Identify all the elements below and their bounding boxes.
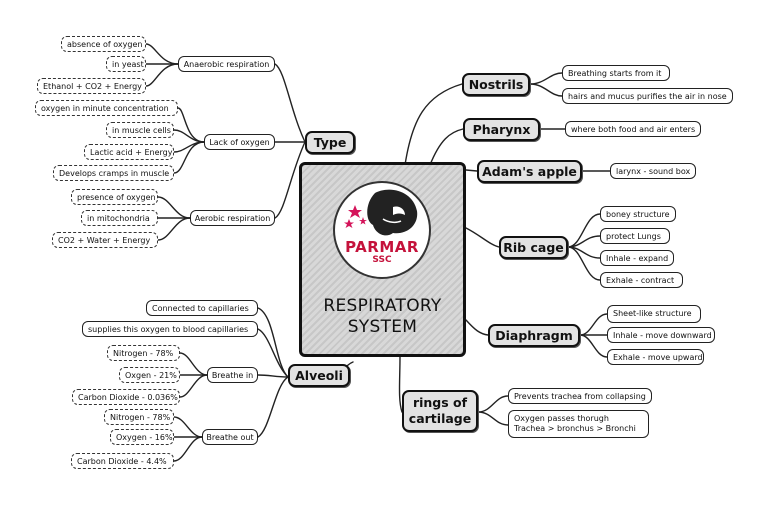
adams-apple-item: larynx - sound box <box>610 163 696 179</box>
nostrils-item: hairs and mucus purifies the air in nose <box>562 88 733 104</box>
rings-of-cartilage-node: rings of cartilage <box>402 390 478 432</box>
lack-of-oxygen-node: Lack of oxygen <box>204 134 275 150</box>
adams-apple-node: Adam's apple <box>477 160 582 183</box>
rib-cage-item: Exhale - contract <box>600 272 683 288</box>
rings-item: Prevents trachea from collapsing <box>508 388 652 404</box>
nostrils-node: Nostrils <box>462 73 530 96</box>
rings-label-line2: cartilage <box>408 411 472 426</box>
brand-subtitle: SSC <box>372 255 392 265</box>
breathe-out-item: Nitrogen - 78% <box>104 409 174 425</box>
breathe-in-item: Nitrogen - 78% <box>107 345 180 361</box>
type-node: Type <box>305 131 355 154</box>
alveoli-item: supplies this oxygen to blood capillarie… <box>82 321 258 337</box>
aerobic-respiration-node: Aerobic respiration <box>190 210 275 226</box>
lack-item: Develops cramps in muscle <box>53 165 174 181</box>
rib-cage-item: protect Lungs <box>600 228 670 244</box>
central-title: RESPIRATORY SYSTEM <box>299 296 466 338</box>
alveoli-item: Connected to capillaries <box>146 300 258 316</box>
anaerobic-item: absence of oxygen <box>61 36 146 52</box>
rings-item: Oxygen passes thorugh Trachea > bronchus… <box>508 410 649 438</box>
lack-item: oxygen in minute concentration <box>35 100 178 116</box>
nostrils-item: Breathing starts from it <box>562 65 670 81</box>
lack-item: Lactic acid + Energy <box>84 144 174 160</box>
lack-item: in muscle cells <box>106 122 174 138</box>
aerobic-item: presence of oxygen <box>71 189 158 205</box>
breathe-out-item: Carbon Dioxide - 4.4% <box>71 453 174 469</box>
rings-item2-line2: Trachea > bronchus > Bronchi <box>514 424 636 433</box>
alveoli-node: Alveoli <box>288 364 350 387</box>
diaphragm-item: Inhale - move downward <box>607 327 715 343</box>
breathe-out-node: Breathe out <box>202 429 258 445</box>
brand-name: PARMAR <box>345 238 419 256</box>
brand-logo: PARMAR SSC <box>333 181 431 279</box>
aerobic-item: CO2 + Water + Energy <box>52 232 158 248</box>
breathe-in-node: Breathe in <box>207 367 258 383</box>
diaphragm-item: Sheet-like structure <box>607 305 701 323</box>
breathe-in-item: Oxgen - 21% <box>119 367 180 383</box>
central-title-line1: RESPIRATORY <box>323 296 442 316</box>
central-title-line2: SYSTEM <box>347 317 418 337</box>
diaphragm-item: Exhale - move upward <box>607 349 704 365</box>
rib-cage-item: Inhale - expand <box>600 250 674 266</box>
breathe-in-item: Carbon Dioxide - 0.036% <box>72 389 180 405</box>
lion-icon <box>344 189 418 236</box>
pharynx-item: where both food and air enters <box>565 121 701 137</box>
diaphragm-node: Diaphragm <box>488 324 580 347</box>
rings-label-line1: rings of <box>412 395 468 410</box>
breathe-out-item: Oxygen - 16% <box>110 429 174 445</box>
anaerobic-item: in yeast <box>106 56 146 72</box>
anaerobic-respiration-node: Anaerobic respiration <box>178 56 275 72</box>
anaerobic-item: Ethanol + CO2 + Energy <box>37 78 146 94</box>
rib-cage-item: boney structure <box>600 206 676 222</box>
pharynx-node: Pharynx <box>463 118 540 141</box>
aerobic-item: in mitochondria <box>81 210 158 226</box>
rib-cage-node: Rib cage <box>499 236 568 259</box>
rings-item2-line1: Oxygen passes thorugh <box>514 414 609 423</box>
